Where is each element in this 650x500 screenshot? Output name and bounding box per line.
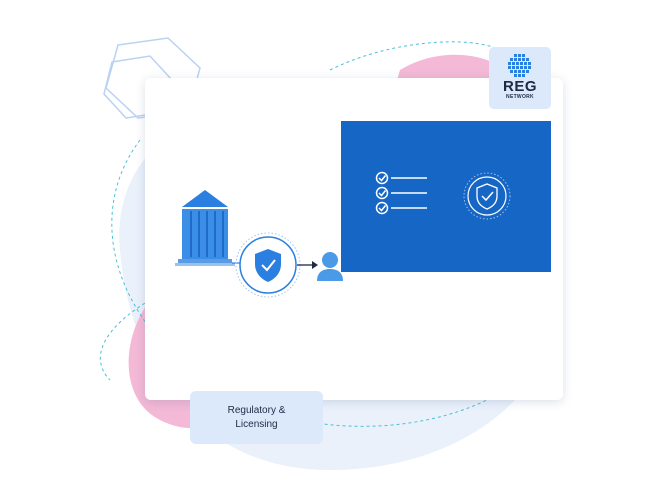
regulatory-licensing-label: Regulatory & Licensing (190, 391, 323, 444)
label-text: Regulatory & Licensing (227, 404, 286, 430)
shield-check-icon (235, 232, 301, 298)
compliance-panel (341, 121, 551, 272)
logo-subtitle: NETWORK (506, 94, 534, 100)
checklist-icon (375, 171, 427, 215)
verification-flow (175, 190, 343, 298)
globe-logo-icon (508, 54, 531, 77)
panel-shield-icon (463, 172, 511, 220)
user-icon (317, 252, 343, 281)
reg-network-logo: REG NETWORK (489, 47, 551, 109)
logo-title: REG (502, 78, 537, 95)
building-icon (175, 190, 235, 266)
dashed-orbit-line-top (329, 41, 501, 71)
flow-arrow (297, 261, 318, 269)
panel-art (375, 171, 511, 220)
